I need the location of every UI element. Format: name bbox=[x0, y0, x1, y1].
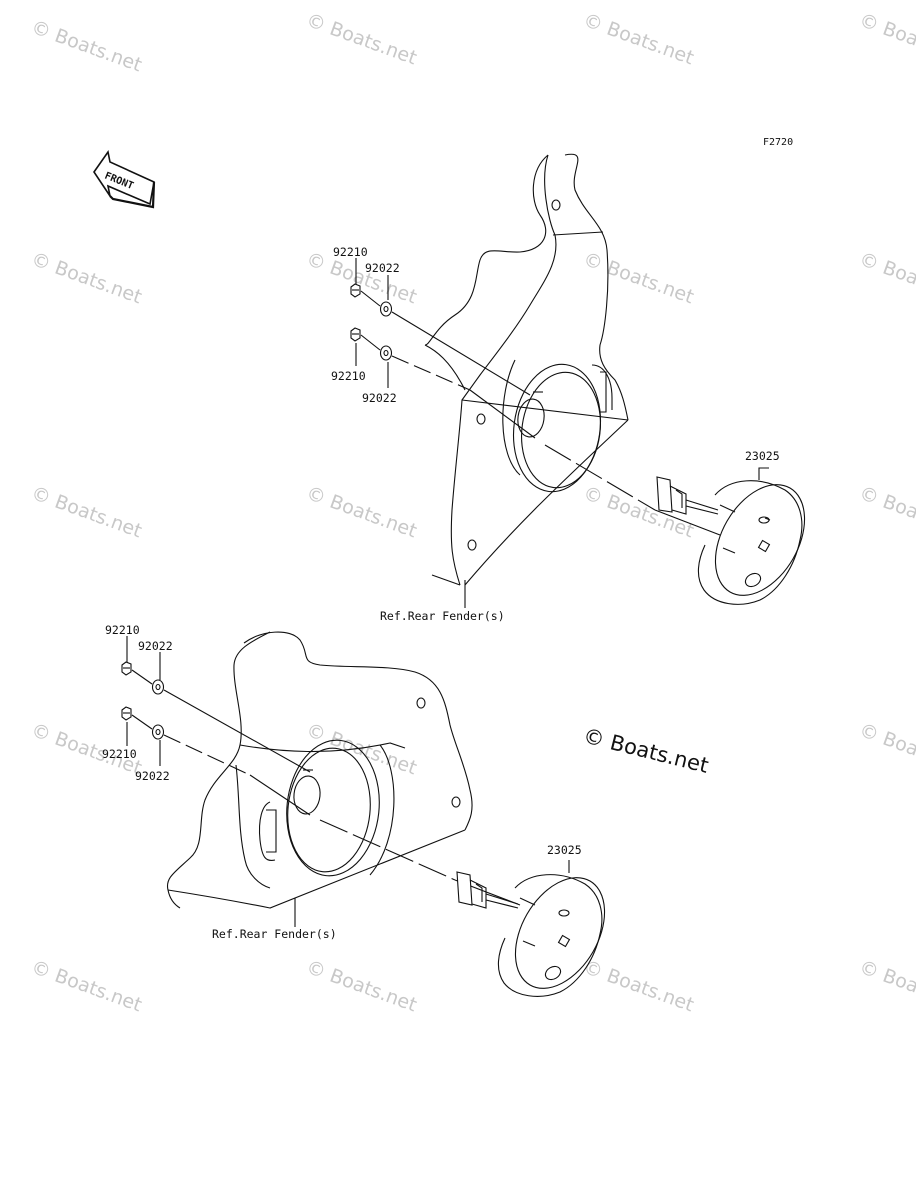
upper-label-washer-bottom: 92022 bbox=[362, 391, 397, 405]
upper-ref-label: Ref.Rear Fender(s) bbox=[380, 609, 505, 623]
watermark: © Boats.net bbox=[28, 248, 144, 308]
watermark: © Boats.net bbox=[303, 956, 419, 1016]
lower-label-washer-bottom: 92022 bbox=[135, 769, 170, 783]
upper-assembly bbox=[350, 153, 806, 608]
lower-fasteners bbox=[121, 661, 165, 740]
watermark: © Boats.net bbox=[856, 482, 916, 542]
watermark: © Boats.net bbox=[580, 956, 696, 1016]
figure-code: F2720 bbox=[763, 137, 793, 148]
upper-label-washer-top: 92022 bbox=[365, 261, 400, 275]
watermark: © Boats.net bbox=[303, 719, 419, 779]
watermark: © Boats.net bbox=[856, 956, 916, 1016]
upper-label-nut-top: 92210 bbox=[333, 245, 368, 259]
lower-assembly-lines bbox=[131, 669, 521, 906]
lower-label-washer-top: 92022 bbox=[138, 639, 173, 653]
lower-label-speaker: 23025 bbox=[547, 843, 582, 857]
upper-fender-panel bbox=[424, 153, 629, 586]
upper-fasteners bbox=[350, 283, 393, 361]
watermark: © Boats.net bbox=[856, 9, 916, 69]
watermark: © Boats.net bbox=[28, 956, 144, 1016]
watermark: © Boats.net bbox=[303, 482, 419, 542]
watermark: © Boats.net bbox=[580, 9, 696, 69]
lower-speaker bbox=[497, 860, 606, 997]
lower-assembly bbox=[121, 631, 606, 997]
watermark: © Boats.net bbox=[303, 9, 419, 69]
watermark: © Boats.net bbox=[28, 482, 144, 542]
watermark: © Boats.net bbox=[856, 719, 916, 779]
watermark: © Boats.net bbox=[580, 248, 696, 308]
upper-assembly-lines bbox=[360, 290, 721, 536]
upper-label-speaker: 23025 bbox=[745, 449, 780, 463]
watermark-grid: © Boats.net © Boats.net © Boats.net © Bo… bbox=[28, 9, 916, 1016]
lower-connector bbox=[456, 871, 519, 909]
upper-label-nut-bottom: 92210 bbox=[331, 369, 366, 383]
watermark: © Boats.net bbox=[28, 16, 144, 76]
lower-ref-label: Ref.Rear Fender(s) bbox=[212, 927, 337, 941]
upper-connector bbox=[656, 476, 719, 515]
lower-fender-panel bbox=[166, 631, 473, 909]
copyright-notice: © Boats.net bbox=[581, 724, 711, 778]
lower-label-nut-top: 92210 bbox=[105, 623, 140, 637]
upper-speaker bbox=[697, 467, 806, 605]
watermark: © Boats.net bbox=[856, 248, 916, 308]
front-arrow-icon: FRONT bbox=[93, 150, 156, 209]
lower-label-nut-bottom: 92210 bbox=[102, 747, 137, 761]
